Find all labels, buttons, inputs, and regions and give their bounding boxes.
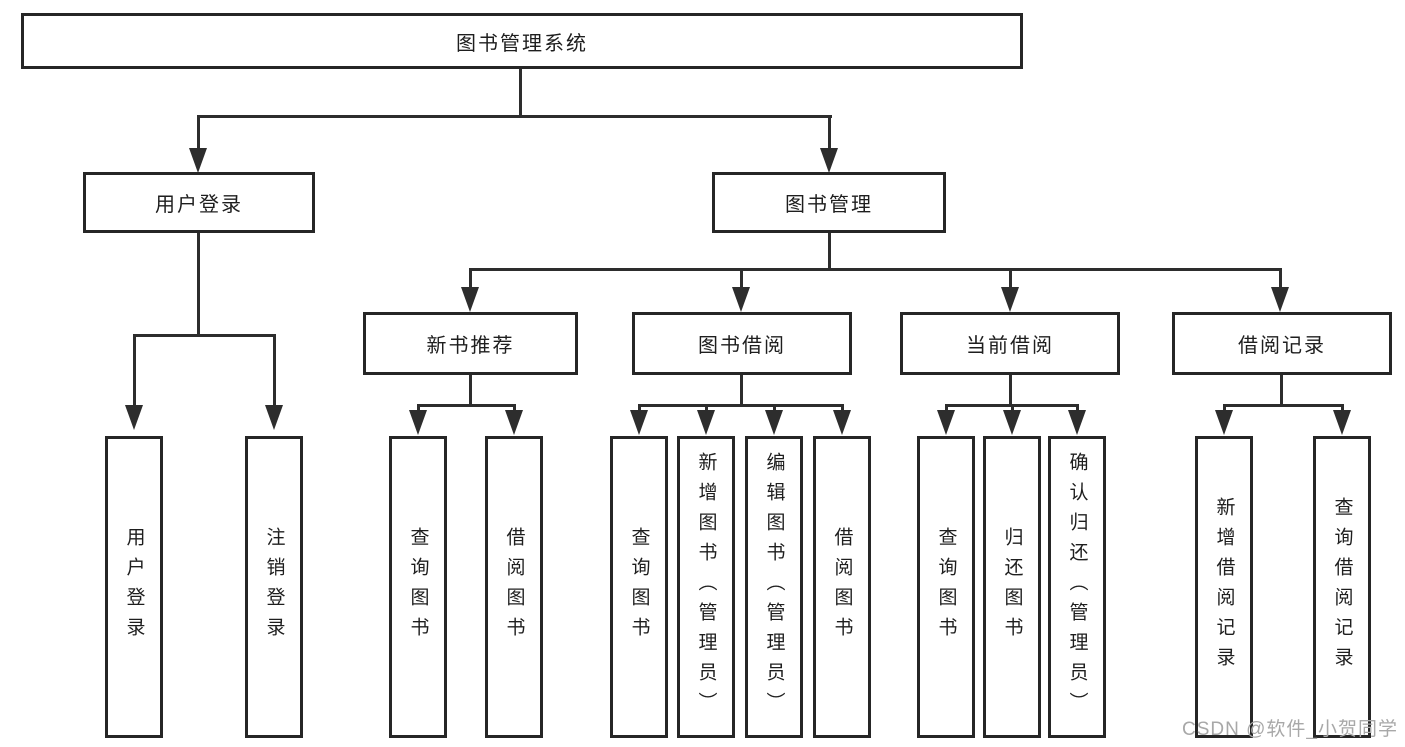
line-segment	[197, 115, 832, 118]
leaf-edit-book-admin: 编辑图书（管理员）	[745, 436, 803, 738]
line-segment	[469, 374, 472, 407]
line-segment	[133, 334, 276, 337]
leaf-add-book-admin: 新增图书（管理员）	[677, 436, 735, 738]
arrowhead	[1333, 410, 1351, 435]
leaf-recommend-borrow-book: 借阅图书	[485, 436, 543, 738]
line-segment	[469, 268, 1282, 271]
node-user-login: 用户登录	[83, 172, 315, 233]
leaf-add-borrow-record: 新增借阅记录	[1195, 436, 1253, 738]
csdn-watermark: CSDN @软件_小贺同学	[1182, 719, 1398, 740]
node-user-login-label: 用户登录	[155, 194, 243, 216]
leaf-borrow-query-book-label: 查询图书	[628, 527, 650, 647]
line-segment	[1223, 404, 1226, 412]
leaf-return-book: 归还图书	[983, 436, 1041, 738]
leaf-confirm-return-admin-label: 确认归还（管理员）	[1066, 452, 1088, 722]
node-book-mgmt: 图书管理	[712, 172, 946, 233]
line-segment	[740, 374, 743, 407]
line-segment	[1011, 404, 1014, 412]
arrowhead	[189, 148, 207, 173]
node-new-book-recommend: 新书推荐	[363, 312, 578, 375]
node-book-borrow-label: 图书借阅	[698, 335, 786, 357]
arrowhead	[765, 410, 783, 435]
arrowhead	[1068, 410, 1086, 435]
leaf-add-borrow-record-label: 新增借阅记录	[1213, 497, 1235, 677]
leaf-edit-book-admin-label: 编辑图书（管理员）	[763, 452, 785, 722]
arrowhead	[630, 410, 648, 435]
node-current-borrow-label: 当前借阅	[966, 335, 1054, 357]
leaf-user-login-label: 用户登录	[123, 527, 145, 647]
leaf-return-book-label: 归还图书	[1001, 527, 1023, 647]
line-segment	[828, 115, 831, 153]
arrowhead	[265, 405, 283, 430]
line-segment	[1341, 404, 1344, 412]
arrowhead	[937, 410, 955, 435]
line-segment	[638, 404, 844, 407]
line-segment	[519, 67, 522, 117]
leaf-logout: 注销登录	[245, 436, 303, 738]
line-segment	[1076, 404, 1079, 412]
arrowhead	[833, 410, 851, 435]
arrowhead	[697, 410, 715, 435]
node-root: 图书管理系统	[21, 13, 1023, 69]
leaf-borrow-query-book: 查询图书	[610, 436, 668, 738]
leaf-logout-label: 注销登录	[263, 527, 285, 647]
line-segment	[273, 334, 276, 408]
line-segment	[1009, 374, 1012, 407]
node-borrow-record-label: 借阅记录	[1238, 335, 1326, 357]
line-segment	[945, 404, 948, 412]
line-segment	[705, 404, 708, 412]
leaf-current-query-book: 查询图书	[917, 436, 975, 738]
line-segment	[828, 233, 831, 271]
line-segment	[638, 404, 641, 412]
leaf-user-login: 用户登录	[105, 436, 163, 738]
line-segment	[773, 404, 776, 412]
line-segment	[197, 115, 200, 153]
line-segment	[1223, 404, 1344, 407]
arrowhead	[732, 287, 750, 312]
leaf-borrow-book-label: 借阅图书	[831, 527, 853, 647]
line-segment	[133, 334, 136, 408]
leaf-recommend-borrow-book-label: 借阅图书	[503, 527, 525, 647]
leaf-borrow-book: 借阅图书	[813, 436, 871, 738]
line-segment	[417, 404, 420, 412]
arrowhead	[461, 287, 479, 312]
leaf-confirm-return-admin: 确认归还（管理员）	[1048, 436, 1106, 738]
leaf-add-book-admin-label: 新增图书（管理员）	[695, 452, 717, 722]
line-segment	[1009, 268, 1012, 290]
node-new-book-recommend-label: 新书推荐	[426, 335, 515, 357]
arrowhead	[125, 405, 143, 430]
arrowhead	[505, 410, 523, 435]
line-segment	[469, 268, 472, 290]
node-borrow-record: 借阅记录	[1172, 312, 1392, 375]
leaf-current-query-book-label: 查询图书	[935, 527, 957, 647]
node-current-borrow: 当前借阅	[900, 312, 1120, 375]
arrowhead	[1001, 287, 1019, 312]
leaf-query-borrow-record-label: 查询借阅记录	[1331, 497, 1353, 677]
leaf-recommend-query-book-label: 查询图书	[407, 527, 429, 647]
node-root-label: 图书管理系统	[456, 32, 588, 55]
arrowhead	[1003, 410, 1021, 435]
leaf-query-borrow-record: 查询借阅记录	[1313, 436, 1371, 738]
arrowhead	[1271, 287, 1289, 312]
arrowhead	[820, 148, 838, 173]
leaf-recommend-query-book: 查询图书	[389, 436, 447, 738]
line-segment	[417, 404, 516, 407]
line-segment	[740, 268, 743, 290]
line-segment	[1279, 268, 1282, 290]
line-segment	[513, 404, 516, 412]
node-book-mgmt-label: 图书管理	[785, 194, 873, 216]
arrowhead	[409, 410, 427, 435]
arrowhead	[1215, 410, 1233, 435]
line-segment	[1280, 374, 1283, 407]
line-segment	[841, 404, 844, 412]
node-book-borrow: 图书借阅	[632, 312, 852, 375]
line-segment	[197, 233, 200, 336]
